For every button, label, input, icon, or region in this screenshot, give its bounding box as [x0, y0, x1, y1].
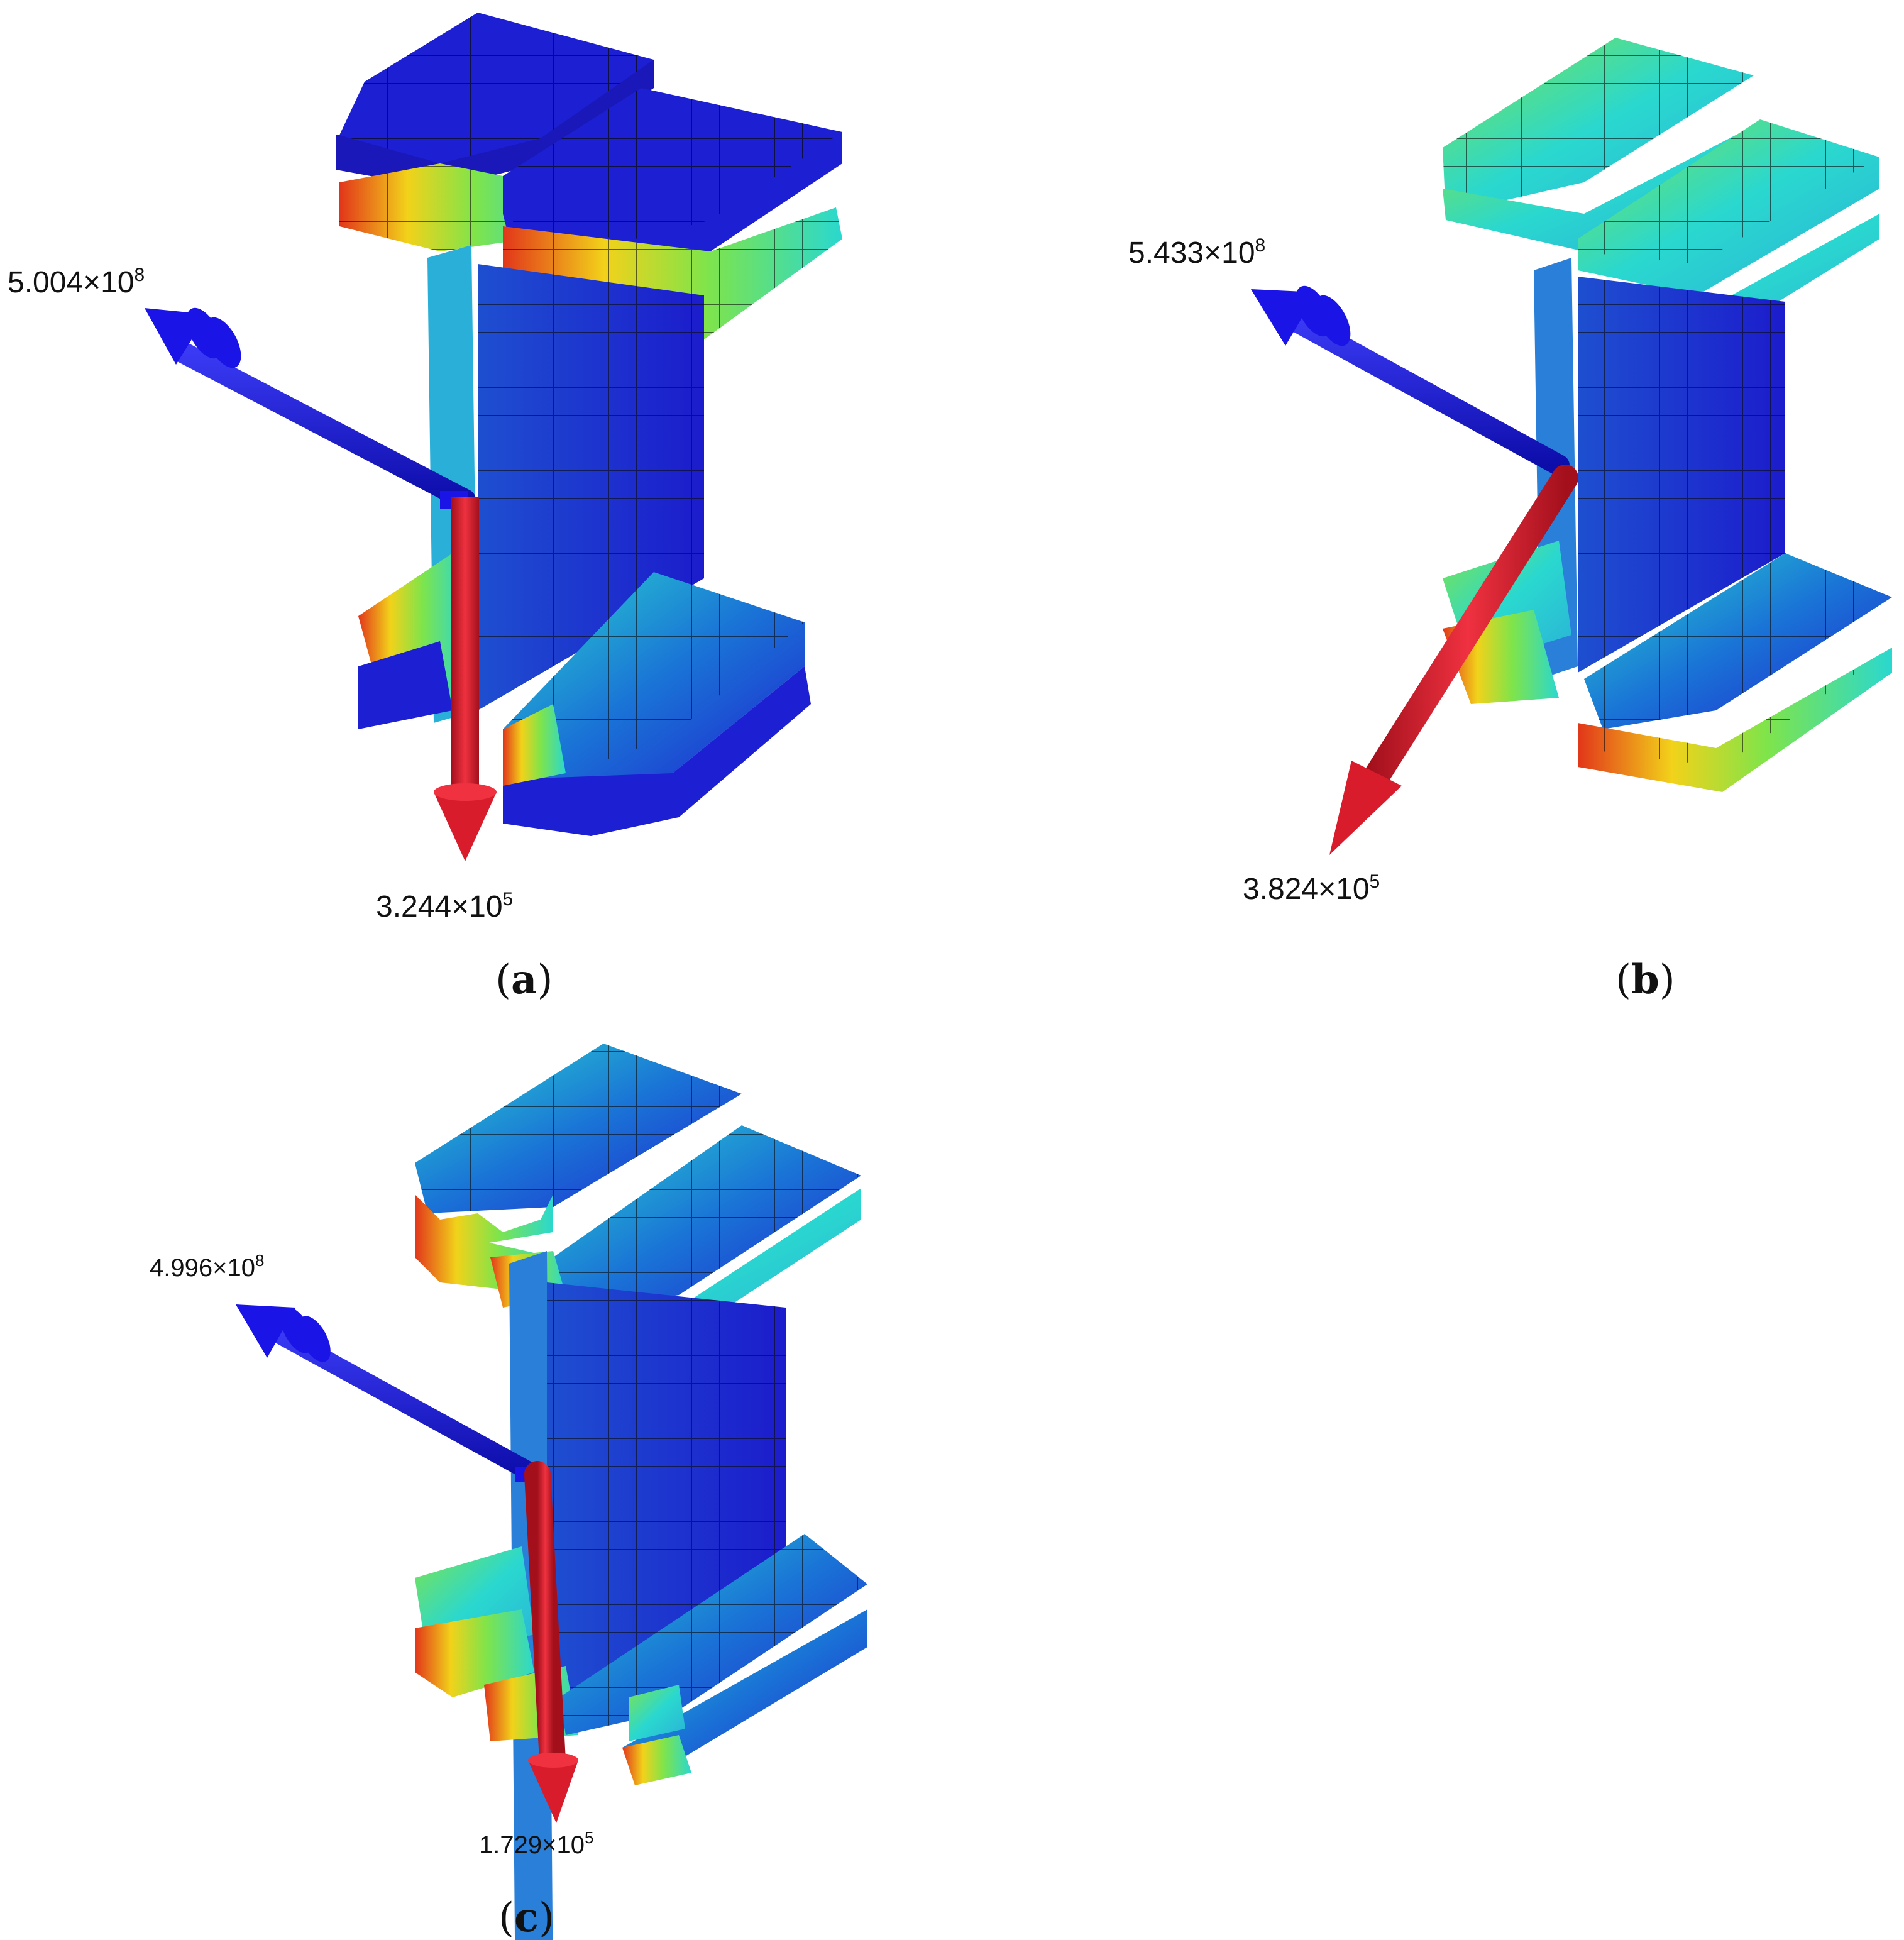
panel-a-force-exponent: 5: [503, 889, 514, 910]
panel-a-moment-exponent: 8: [135, 265, 145, 285]
panel-b-web: [1534, 258, 1785, 679]
panel-c-force-exponent: 5: [585, 1828, 593, 1847]
panel-b-moment-arrow: [1251, 285, 1570, 476]
panel-c-caption-close: ): [539, 1895, 554, 1940]
panel-a-caption-close: ): [537, 957, 553, 1003]
panel-a-moment-label: 5.004×10: [8, 266, 135, 299]
panel-b-moment-exponent: 8: [1255, 235, 1266, 256]
panel-a-moment-arrow: [145, 307, 476, 510]
panel-a-bottom-plate-near: [503, 572, 811, 836]
panel-c-caption-open: (: [498, 1895, 514, 1940]
panel-b-force-arrow: [1329, 465, 1578, 855]
panel-a-caption-letter: a: [511, 956, 537, 1003]
panel-a-bottom-plate-far: [358, 553, 465, 729]
panel-c-top-plates: [415, 1044, 861, 1364]
panel-c-moment-label: 4.996×10: [150, 1254, 255, 1282]
svg-text:5.004×108: 5.004×108: [8, 265, 145, 299]
panel-c-force-arrow: [524, 1461, 578, 1823]
panel-b: 5.433×108 3.824×105 (b): [1128, 38, 1892, 1003]
svg-text:3.244×105: 3.244×105: [376, 889, 513, 923]
panel-a-force-arrow: [434, 497, 497, 861]
panel-c-bottom-plates: [415, 1534, 867, 1785]
panel-b-force-label: 3.824×10: [1243, 873, 1370, 906]
svg-text:4.996×108: 4.996×108: [150, 1251, 264, 1282]
panel-b-caption-letter: b: [1631, 956, 1659, 1003]
svg-text:(a): (a): [495, 956, 553, 1003]
panel-a-force-label: 3.244×10: [376, 890, 503, 923]
svg-text:1.729×105: 1.729×105: [479, 1828, 593, 1859]
panel-c-moment-arrow: [236, 1304, 544, 1484]
panel-c-caption-letter: c: [514, 1894, 539, 1940]
svg-text:(c): (c): [498, 1894, 554, 1940]
panel-b-caption-close: ): [1659, 957, 1675, 1003]
panel-b-model: [1443, 38, 1892, 792]
svg-text:(b): (b): [1615, 956, 1675, 1003]
panel-c-force-label: 1.729×10: [479, 1831, 585, 1859]
panel-a-caption-open: (: [495, 957, 511, 1003]
panel-b-caption-open: (: [1615, 957, 1631, 1003]
svg-text:5.433×108: 5.433×108: [1128, 235, 1265, 270]
svg-text:3.824×105: 3.824×105: [1243, 871, 1380, 906]
panel-b-moment-label: 5.433×10: [1128, 236, 1255, 270]
panel-a-model: [336, 13, 842, 836]
panel-c-moment-exponent: 8: [255, 1251, 264, 1270]
panel-c-model: [415, 1044, 867, 1940]
panel-c: 4.996×108 1.729×105 (c): [150, 1044, 867, 1940]
panel-a: 5.004×108 3.244×105 (a): [8, 13, 842, 1003]
panel-b-force-exponent: 5: [1370, 871, 1380, 892]
